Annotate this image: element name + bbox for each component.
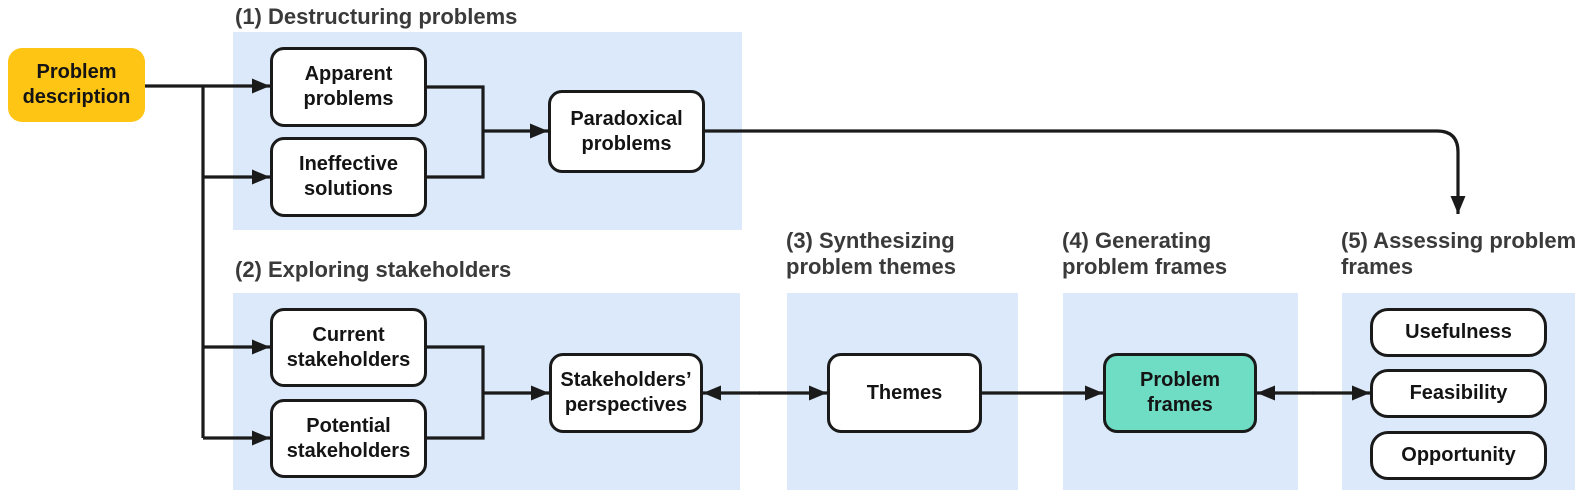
- problem-frames-label: Problem frames: [1139, 369, 1221, 416]
- connector-bracket-stakeholders: [427, 345, 485, 440]
- connector-bracket-problems: [427, 85, 485, 179]
- opportunity-node: Opportunity: [1370, 431, 1547, 480]
- opportunity-label: Opportunity: [1401, 444, 1516, 466]
- potential-stakeholders-node: Potential stakeholders: [270, 399, 427, 478]
- usefulness-label: Usefulness: [1405, 321, 1512, 343]
- themes-node: Themes: [827, 353, 982, 433]
- stage-2-title: (2) Exploring stakeholders: [235, 257, 512, 282]
- stage-3-title: (3) Synthesizing problem themes: [786, 228, 956, 279]
- stakeholders-perspectives-node: Stakeholders’ perspectives: [549, 353, 703, 433]
- apparent-problems-node: Apparent problems: [270, 47, 427, 127]
- problem-description-label: Problem description: [22, 61, 131, 108]
- connector-paradoxical-to-assessing: [705, 129, 1466, 214]
- stage-1-title: (1) Destructuring problems: [235, 4, 518, 29]
- stage-5-title: (5) Assessing problem frames: [1341, 228, 1577, 279]
- usefulness-node: Usefulness: [1370, 308, 1547, 357]
- paradoxical-problems-node: Paradoxical problems: [548, 90, 705, 173]
- current-stakeholders-node: Current stakeholders: [270, 308, 427, 387]
- stakeholders-perspectives-label: Stakeholders’ perspectives: [560, 369, 692, 416]
- paradoxical-problems-label: Paradoxical problems: [570, 107, 683, 155]
- feasibility-label: Feasibility: [1409, 382, 1508, 404]
- apparent-problems-label: Apparent problems: [303, 63, 394, 110]
- problem-frames-node: Problem frames: [1103, 353, 1257, 433]
- stage-4-title: (4) Generating problem frames: [1062, 228, 1228, 279]
- ineffective-solutions-label: Ineffective solutions: [299, 153, 398, 200]
- problem-description-box: Problem description: [8, 48, 145, 122]
- current-stakeholders-label: Current stakeholders: [286, 323, 411, 371]
- themes-label: Themes: [866, 381, 943, 404]
- ineffective-solutions-node: Ineffective solutions: [270, 137, 427, 217]
- potential-stakeholders-label: Potential stakeholders: [286, 414, 411, 462]
- feasibility-node: Feasibility: [1370, 369, 1547, 418]
